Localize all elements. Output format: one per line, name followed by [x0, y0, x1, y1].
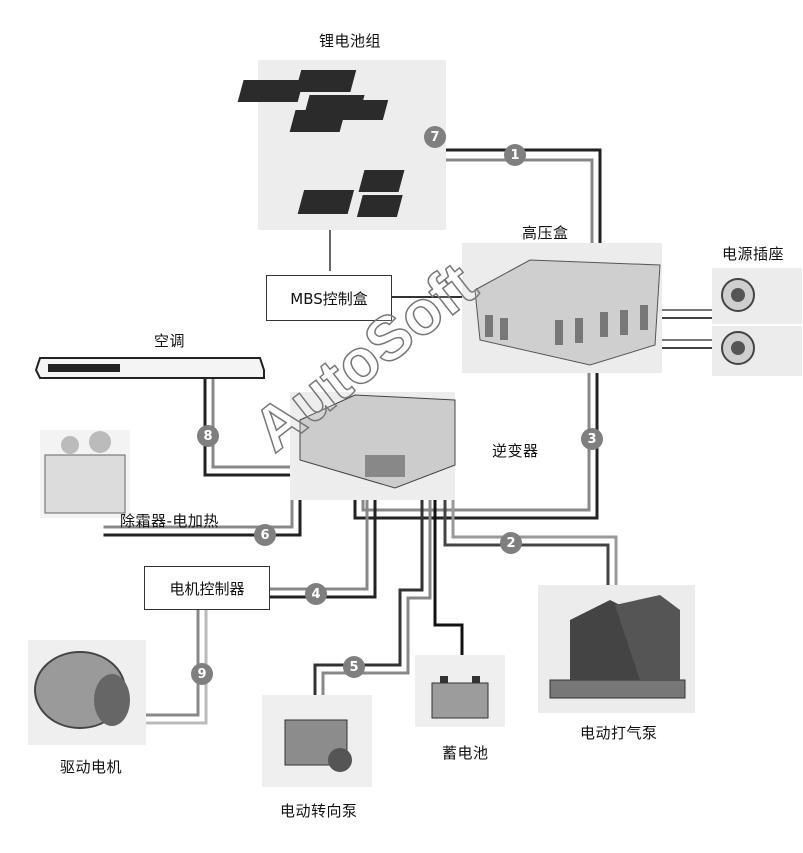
power-socket-label: 电源插座: [722, 245, 785, 263]
badge-3: 3: [581, 428, 603, 450]
battery-pack-label: 锂电池组: [319, 32, 382, 50]
badge-8: 8: [197, 425, 219, 447]
motor-controller-label: 电机控制器: [144, 566, 270, 610]
wire-8-dark: [203, 378, 302, 477]
wire-1-dark: [443, 148, 602, 247]
wire-5-dark: [313, 453, 424, 697]
wire-2-light: [451, 453, 618, 592]
defrost-label: 除霜器-电加热: [120, 512, 219, 530]
drive-motor-label: 驱动电机: [60, 758, 123, 776]
air-pump-label: 电动打气泵: [580, 724, 658, 742]
wire-9-dark: [133, 608, 200, 717]
hv-box-connectors: [485, 305, 648, 345]
badge-4: 4: [305, 583, 327, 605]
steering-pump-label: 电动转向泵: [280, 802, 358, 820]
wire-9-light: [133, 608, 208, 725]
badge-9: 9: [191, 663, 213, 685]
badge-5: 5: [343, 656, 365, 678]
wire-4-light: [268, 478, 369, 591]
hv-box-label: 高压盒: [522, 224, 569, 242]
wire-2-dark: [443, 453, 610, 592]
aircon-label: 空调: [154, 332, 186, 350]
wire-battery: [433, 453, 464, 667]
hv-box-body: [474, 259, 661, 366]
badge-6: 6: [254, 524, 276, 546]
battery-label: 蓄电池: [442, 744, 489, 762]
inverter-body: [299, 394, 456, 489]
battery-modules: [237, 70, 405, 217]
mbs-box-label: MBS控制盒: [266, 275, 392, 321]
inverter-label: 逆变器: [492, 442, 539, 460]
wire-1-light: [443, 158, 594, 247]
wire-5-light: [321, 453, 432, 697]
badge-7: 7: [424, 126, 446, 148]
badge-2: 2: [500, 532, 522, 554]
aircon-unit: [34, 357, 265, 379]
badge-1: 1: [504, 144, 526, 166]
